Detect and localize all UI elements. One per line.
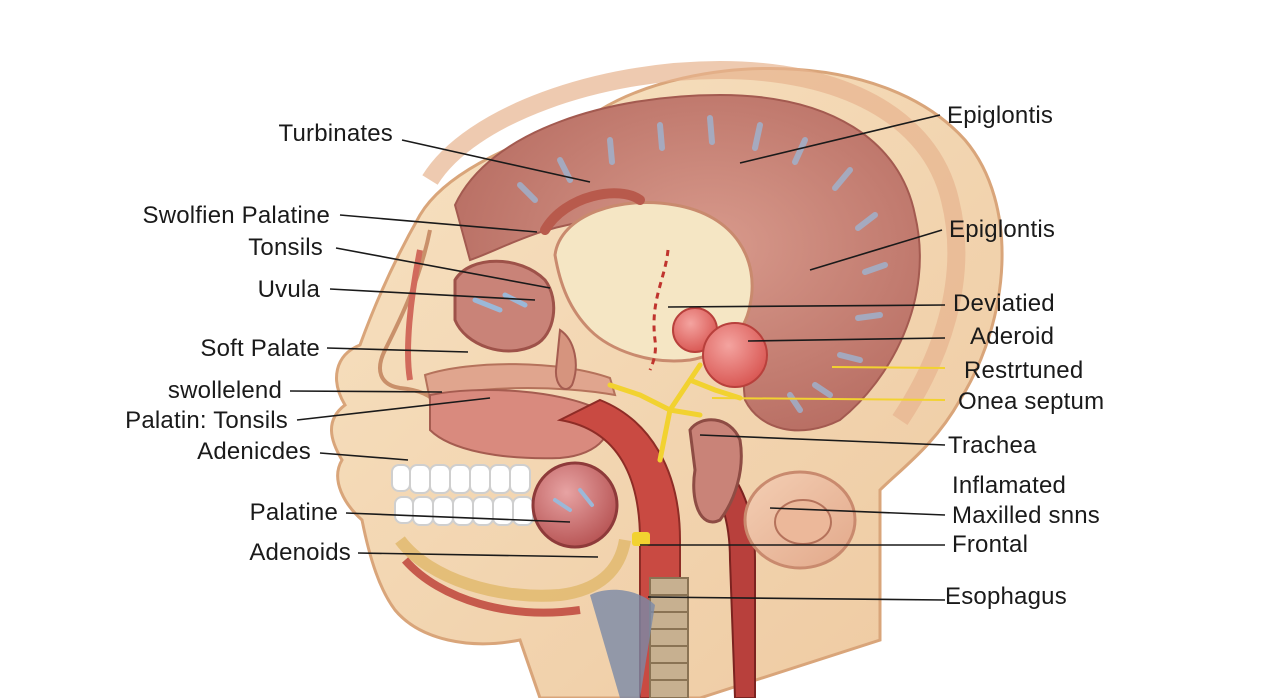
palatine-tonsil <box>531 461 619 549</box>
leader-lines-left <box>289 139 599 558</box>
label-epiglontis-mid: Epiglontis <box>949 216 1056 243</box>
airway-dotted <box>648 249 670 371</box>
lower-teeth <box>394 496 534 526</box>
tonsil-streak <box>553 488 594 512</box>
trachea-ring-lines <box>650 594 688 681</box>
label-palatine: Palatine <box>249 499 338 526</box>
uvula-shape <box>554 328 577 390</box>
nerve-node <box>632 532 650 546</box>
label-maxilled-snns: Maxilled snns <box>952 502 1100 529</box>
skull-band <box>422 60 966 425</box>
label-uvula: Uvula <box>257 276 320 303</box>
label-swollelend: swollelend <box>167 377 282 404</box>
label-deviatied: Deviatied <box>953 290 1055 317</box>
label-epiglontis-top: Epiglontis <box>947 102 1054 129</box>
chin-muscle <box>401 557 581 617</box>
turbinate-arc <box>540 188 645 235</box>
label-aderoid: Aderoid <box>970 323 1055 350</box>
sinus-chamber <box>453 259 556 353</box>
label-palatin-tonsils: Palatin: Tonsils <box>125 407 288 434</box>
label-tonsils: Tonsils <box>248 234 323 261</box>
label-inflamated: Inflamated <box>952 472 1067 499</box>
label-adenicdes: Adenicdes <box>197 438 311 465</box>
upper-teeth <box>391 464 531 494</box>
jaw-bone <box>395 536 631 602</box>
label-swolfien-palatine: Swolfien Palatine <box>142 202 330 229</box>
label-soft-palate: Soft Palate <box>200 335 320 362</box>
adenoid-large <box>702 322 768 388</box>
epiglottis-fold <box>688 418 743 524</box>
nasal-septum-strip <box>405 249 423 381</box>
label-turbinates: Turbinates <box>278 120 393 147</box>
nerve-branch <box>607 362 743 463</box>
leader-lines-right <box>640 114 946 601</box>
label-adenoids: Adenoids <box>249 539 351 566</box>
label-esophagus: Esophagus <box>945 583 1067 610</box>
brain-folds <box>517 115 888 413</box>
ear-canal <box>774 499 832 545</box>
label-trachea: Trachea <box>948 432 1037 459</box>
label-restrtuned: Restrtuned <box>964 357 1084 384</box>
label-onea-septum: Onea septum <box>958 388 1105 415</box>
sinus-streak <box>472 292 528 313</box>
label-frontal: Frontal <box>952 531 1029 558</box>
blue-vessel <box>590 589 655 698</box>
leader-lines-yellow <box>711 366 946 401</box>
